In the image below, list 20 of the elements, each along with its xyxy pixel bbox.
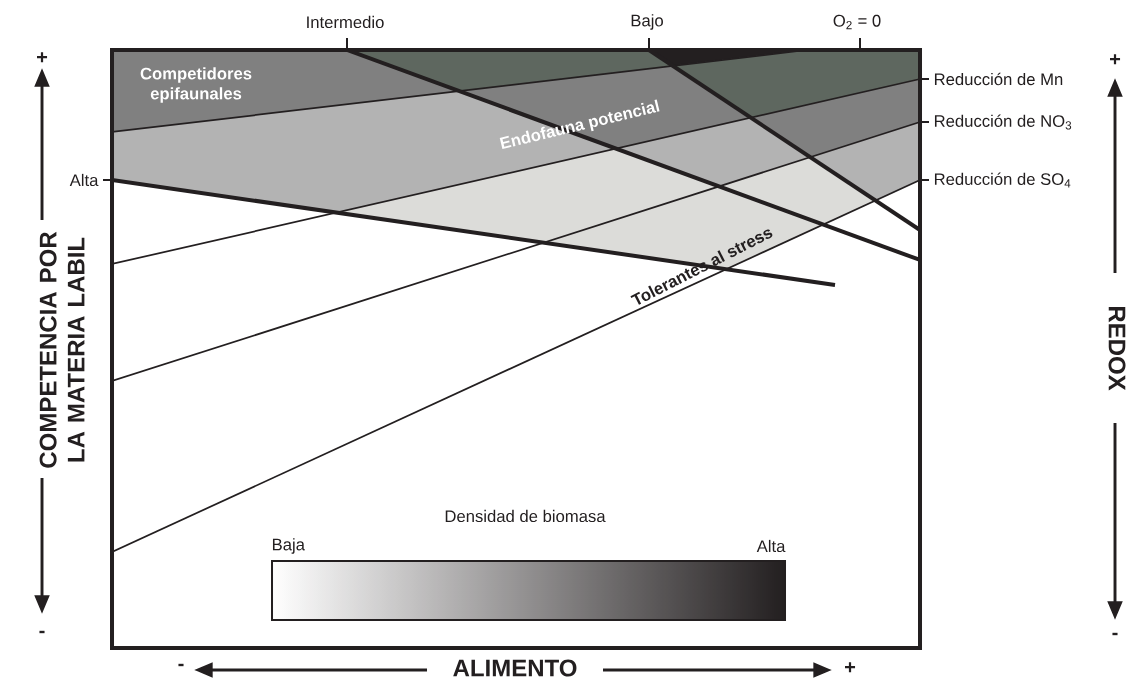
axis-sign: - [39,630,45,634]
axis-sign: + [845,662,856,673]
axis-sign: - [1112,632,1118,636]
zone-label: Competidores epifaunales [140,67,252,103]
axis-sign: + [37,52,48,63]
axis-title: REDOX [1108,306,1126,391]
axis-sign: + [1110,54,1121,65]
tick-label: Intermedio [307,15,384,29]
redox-label: Reducción de Mn [934,72,1063,86]
redox-label: Reducción de SO$_{4}$ [934,172,1071,188]
axis-title: ALIMENTO [453,659,577,677]
tick-label: Alta [69,173,99,187]
axis-sign: - [178,663,184,667]
tick-label: O$_{2}$ = 0 [833,14,881,30]
scale-end-label: Alta [756,539,786,553]
tick-label: Bajo [631,14,663,30]
redox-label: Reducción de NO$_{3}$ [934,114,1072,130]
axis-title: COMPETENCIA POR LA MATERIA LABIL [39,231,85,468]
scale-title: Densidad de biomasa [445,509,606,523]
scale-end-label: Baja [272,538,305,554]
